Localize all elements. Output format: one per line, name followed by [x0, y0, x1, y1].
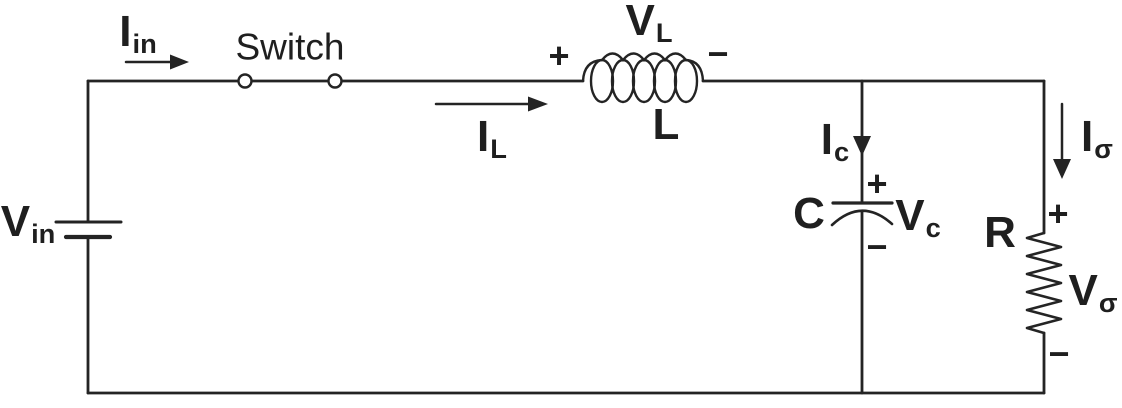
- capacitor-current-arrow: [853, 136, 871, 156]
- capacitor-current-arrowhead: [853, 136, 871, 156]
- switch-symbol: [237, 73, 343, 89]
- label-capacitor-current-sub: c: [834, 135, 850, 167]
- label-inductor-current: IL: [477, 112, 507, 162]
- label-load-voltage: Vσ: [1068, 266, 1117, 316]
- label-input-current-sub: in: [132, 27, 157, 59]
- label-inductor-current-base: I: [477, 112, 490, 161]
- inductor-humps: [581, 52, 705, 83]
- label-source-voltage-base: V: [0, 197, 31, 246]
- label-inductor-voltage-sub: L: [655, 16, 673, 48]
- inductor-current-arrowhead: [528, 96, 548, 112]
- label-capacitor-current-base: I: [820, 115, 834, 164]
- inductor-plus-sign: +: [548, 35, 570, 76]
- current-arrows: [124, 54, 1071, 179]
- label-capacitor-voltage-base: V: [895, 191, 925, 240]
- label-source-voltage-sub: in: [31, 217, 56, 249]
- label-capacitor-voltage: Vc: [895, 191, 941, 241]
- battery-symbol: [54, 220, 123, 240]
- label-load-current-sub: σ: [1094, 132, 1113, 164]
- switch-contact-left: [237, 73, 253, 89]
- inductor-loop: [652, 58, 678, 104]
- load-current-arrow: [1053, 102, 1071, 179]
- label-input-current: Iin: [119, 7, 156, 57]
- resistor-plus-sign: +: [1047, 193, 1069, 234]
- switch-contact-right: [327, 73, 343, 89]
- input-current-arrow: [124, 54, 189, 70]
- inductor-loop: [589, 58, 615, 104]
- label-capacitor-voltage-sub: c: [925, 211, 941, 243]
- inductor-symbol: [581, 52, 705, 104]
- label-load-current: Iσ: [1081, 112, 1113, 162]
- label-capacitor: C: [793, 189, 825, 238]
- label-inductor-voltage-base: V: [625, 0, 655, 45]
- inductor-loop: [631, 58, 657, 104]
- label-resistor: R: [984, 208, 1016, 257]
- label-inductor: L: [652, 100, 680, 149]
- resistor-symbol: [1025, 231, 1063, 335]
- capacitor-symbol: [830, 201, 894, 227]
- label-load-current-base: I: [1081, 112, 1094, 161]
- inductor-current-arrow: [434, 96, 548, 112]
- label-switch: Switch: [235, 26, 345, 68]
- load-current-arrowhead: [1053, 159, 1071, 179]
- label-load-voltage-sub: σ: [1098, 286, 1118, 318]
- label-inductor-voltage: VL: [625, 0, 672, 46]
- capacitor-curved-plate: [830, 209, 894, 227]
- label-input-current-base: I: [119, 7, 132, 56]
- label-inductor-current-sub: L: [490, 132, 507, 164]
- label-capacitor-current: Ic: [820, 115, 849, 165]
- inductor-loop: [673, 58, 699, 104]
- capacitor-minus-sign: −: [866, 226, 888, 267]
- capacitor-plus-sign: +: [866, 163, 888, 204]
- inductor-loop: [610, 58, 636, 104]
- label-load-voltage-base: V: [1068, 266, 1098, 315]
- label-source-voltage: Vin: [0, 197, 56, 247]
- input-current-arrowhead: [170, 54, 189, 70]
- resistor-minus-sign: −: [1048, 333, 1070, 374]
- inductor-minus-sign: −: [707, 33, 729, 74]
